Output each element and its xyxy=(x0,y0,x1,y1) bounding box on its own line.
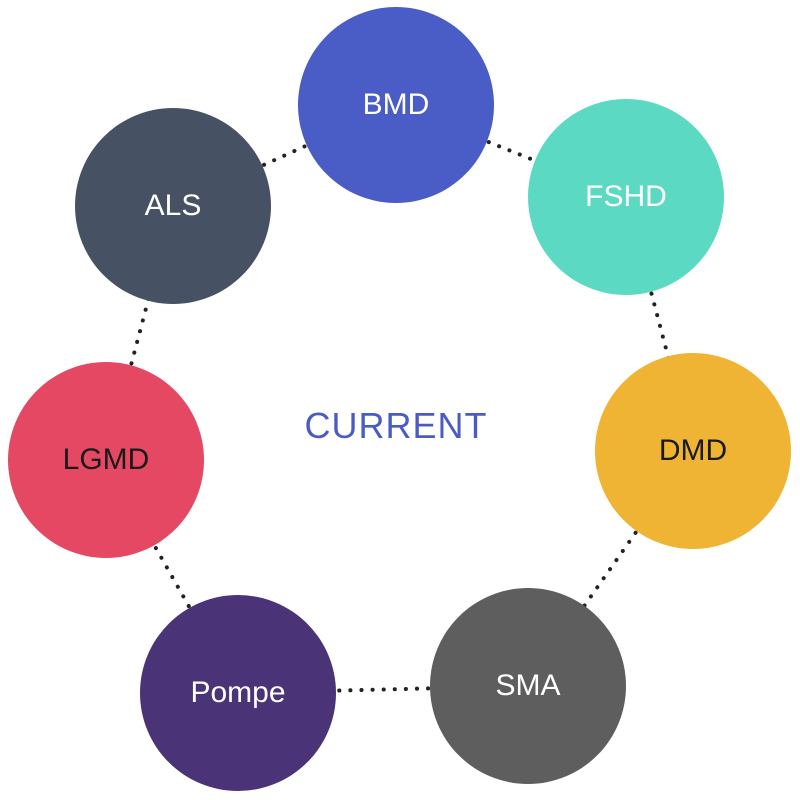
node-als: ALS xyxy=(75,108,271,304)
connector-segment xyxy=(526,449,695,688)
connector-segment xyxy=(394,103,628,199)
connector-segment xyxy=(171,103,398,208)
node-sma: SMA xyxy=(430,588,626,784)
node-fshd: FSHD xyxy=(528,99,724,295)
node-lgmd: LGMD xyxy=(8,362,204,558)
center-label: CURRENT xyxy=(304,405,488,446)
node-bmd: BMD xyxy=(298,7,494,203)
node-pompe: Pompe xyxy=(140,595,336,791)
node-dmd: DMD xyxy=(595,353,791,549)
connector-segment xyxy=(236,684,530,695)
